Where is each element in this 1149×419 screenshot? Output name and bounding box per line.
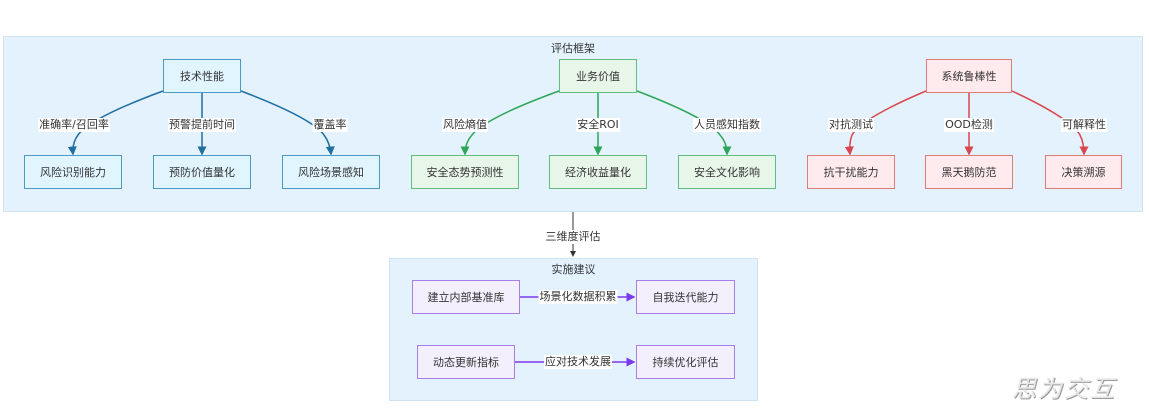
node-system-robustness[interactable]: 系统鲁棒性 bbox=[926, 59, 1012, 93]
node-tech-performance[interactable]: 技术性能 bbox=[163, 59, 241, 93]
edge-label-scene-data: 场景化数据积累 bbox=[538, 290, 618, 304]
edge-robustness-3 bbox=[1011, 90, 1089, 156]
edge-label-adversarial-testing: 对抗测试 bbox=[828, 118, 874, 132]
edge-business-1 bbox=[460, 90, 560, 156]
edge-business-3 bbox=[636, 90, 732, 156]
node-prevention-value[interactable]: 预防价值量化 bbox=[153, 155, 251, 189]
node-security-posture-predictability[interactable]: 安全态势预测性 bbox=[411, 155, 519, 189]
edge-label-three-dimension: 三维度评估 bbox=[544, 230, 602, 244]
edge-tech-1 bbox=[67, 90, 164, 156]
edge-label-security-roi: 安全ROI bbox=[576, 118, 620, 132]
edge-label-tech-development: 应对技术发展 bbox=[544, 355, 612, 369]
node-black-swan[interactable]: 黑天鹅防范 bbox=[925, 155, 1013, 189]
node-anti-interference[interactable]: 抗干扰能力 bbox=[807, 155, 895, 189]
node-security-culture[interactable]: 安全文化影响 bbox=[678, 155, 776, 189]
watermark-logo: 思为交互 bbox=[1012, 375, 1116, 403]
edge-robustness-1 bbox=[844, 90, 927, 156]
edge-label-coverage: 覆盖率 bbox=[312, 118, 348, 132]
edge-label-ood-detection: OOD检测 bbox=[944, 118, 994, 132]
framework-title: 评估框架 bbox=[551, 42, 595, 55]
edge-label-explainability: 可解释性 bbox=[1061, 118, 1107, 132]
edge-label-accuracy-recall: 准确率/召回率 bbox=[38, 118, 110, 132]
edge-tech-3 bbox=[240, 90, 335, 156]
node-internal-benchmark[interactable]: 建立内部基准库 bbox=[412, 280, 520, 314]
node-continuous-optimization[interactable]: 持续优化评估 bbox=[636, 345, 735, 379]
node-self-iteration[interactable]: 自我迭代能力 bbox=[636, 280, 735, 314]
node-business-value[interactable]: 业务价值 bbox=[559, 59, 637, 93]
node-risk-scene-awareness[interactable]: 风险场景感知 bbox=[282, 155, 380, 189]
implementation-title: 实施建议 bbox=[551, 263, 596, 276]
node-economic-benefit[interactable]: 经济收益量化 bbox=[549, 155, 647, 189]
edge-label-personnel-perception: 人员感知指数 bbox=[693, 118, 761, 132]
node-dynamic-metrics[interactable]: 动态更新指标 bbox=[417, 345, 515, 379]
node-decision-traceability[interactable]: 决策溯源 bbox=[1045, 155, 1122, 189]
edge-label-early-warning-time: 预警提前时间 bbox=[168, 118, 236, 132]
edge-label-risk-entropy: 风险熵值 bbox=[442, 118, 488, 132]
node-risk-identification[interactable]: 风险识别能力 bbox=[24, 155, 122, 189]
